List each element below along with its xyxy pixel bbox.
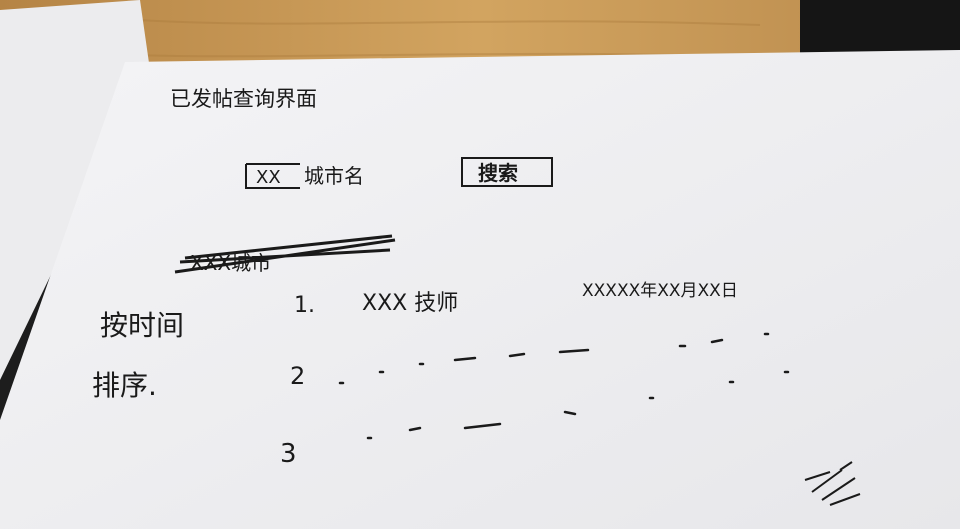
paper-sheet [0, 50, 960, 529]
back-paper-sheet [0, 0, 150, 380]
row3-placeholder-dashes [366, 370, 790, 440]
page-title: 已发帖查询界面 [170, 87, 317, 111]
sort-label-time: 按时间 [100, 309, 184, 342]
row1-index: 1. [294, 293, 315, 318]
city-box-outline [245, 163, 300, 189]
strike-scribble [174, 234, 396, 274]
city-box-value: XX [256, 167, 281, 188]
dark-object [800, 0, 960, 60]
search-button-outline [461, 157, 553, 187]
row1-date: XXXXX年XX月XX日 [582, 281, 738, 301]
row3-index: 3 [280, 439, 297, 469]
row1-name: XXX 技师 [362, 291, 458, 316]
row2-index: 2 [290, 362, 305, 390]
row2-placeholder-dashes [338, 332, 770, 385]
doodle-scribble [804, 461, 861, 506]
search-button-label: 搜索 [478, 161, 518, 185]
city-box-suffix: 城市名 [304, 164, 364, 188]
sort-label-order: 排序. [92, 369, 157, 402]
